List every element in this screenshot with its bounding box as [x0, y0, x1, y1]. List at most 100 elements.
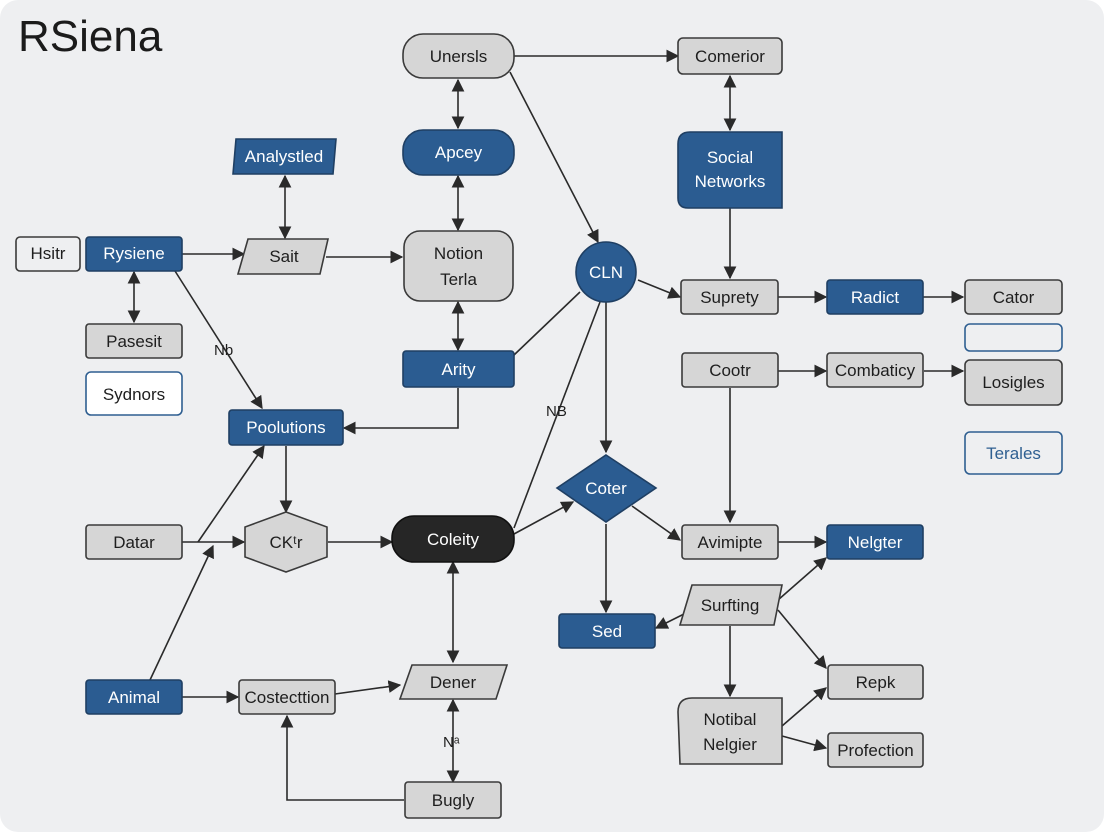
- node-sed-label: Sed: [592, 622, 622, 641]
- node-combaticy-label: Combaticy: [835, 361, 916, 380]
- node-coter[interactable]: Coter: [555, 454, 658, 523]
- node-social-label-line2: Networks: [695, 172, 766, 191]
- edge-label-na-bottom: Nᵃ: [443, 734, 460, 751]
- node-cootr[interactable]: Cootr: [681, 352, 779, 388]
- edge-cln-suprety: [637, 279, 682, 299]
- node-repk[interactable]: Repk: [827, 664, 924, 700]
- node-datar[interactable]: Datar: [85, 524, 183, 560]
- node-notibal-label-line2: Nelgier: [703, 735, 757, 754]
- edge-notibal-repk: [781, 687, 827, 727]
- node-notion-terla[interactable]: Notion Terla: [403, 230, 514, 302]
- edge-notibal-profection: [781, 735, 828, 752]
- edge-datar-poolutions: [197, 444, 265, 543]
- node-cln-label: CLN: [589, 263, 623, 282]
- edge-arity-cln: [513, 291, 581, 356]
- edge-animal-poolutions: [149, 544, 214, 681]
- node-sydnors-label: Sydnors: [103, 385, 165, 404]
- node-surfting[interactable]: Surfting: [678, 584, 783, 626]
- node-social-label-line1: Social: [707, 148, 753, 167]
- edge-arity-poolutions: [342, 388, 459, 435]
- node-avimipte-label: Avimipte: [698, 533, 763, 552]
- node-bugly-label: Bugly: [432, 791, 475, 810]
- node-ckir[interactable]: CKᵗr: [244, 511, 328, 573]
- edge-cln-coleity: [513, 301, 601, 529]
- node-poolutions-label: Poolutions: [246, 418, 325, 437]
- edge-label-nb-center: NB: [546, 403, 567, 420]
- node-repk-label: Repk: [856, 673, 896, 692]
- node-analystled-label: Analystled: [245, 147, 323, 166]
- node-datar-label: Datar: [113, 533, 155, 552]
- node-suprety-label: Suprety: [700, 288, 759, 307]
- node-bugly[interactable]: Bugly: [404, 781, 502, 819]
- node-radict-label: Radict: [851, 288, 899, 307]
- node-rysiene[interactable]: Rysiene: [85, 236, 183, 272]
- node-rysiene-label: Rysiene: [103, 244, 164, 263]
- node-apcey[interactable]: Apcey: [402, 129, 515, 176]
- node-ckir-label: CKᵗr: [269, 533, 302, 552]
- node-empty-box[interactable]: [964, 323, 1063, 352]
- edge-bugly-costecttion: [280, 714, 404, 801]
- node-unersls[interactable]: Unersls: [402, 33, 515, 79]
- node-comerior-label: Comerior: [695, 47, 765, 66]
- node-notibal-label-line1: Notibal: [704, 710, 757, 729]
- node-notion-label-line2: Terla: [440, 270, 477, 289]
- node-dener-label: Dener: [430, 673, 477, 692]
- edge-surfting-repk: [777, 609, 827, 669]
- node-cator-label: Cator: [993, 288, 1035, 307]
- node-nelgter-label: Nelgter: [848, 533, 903, 552]
- node-apcey-label: Apcey: [435, 143, 483, 162]
- node-social-networks[interactable]: Social Networks: [677, 131, 783, 209]
- node-pasesit-label: Pasesit: [106, 332, 162, 351]
- node-animal[interactable]: Animal: [85, 679, 183, 715]
- node-comerior[interactable]: Comerior: [677, 37, 783, 75]
- node-dener[interactable]: Dener: [398, 664, 509, 700]
- node-coleity-label: Coleity: [427, 530, 479, 549]
- node-nelgter[interactable]: Nelgter: [826, 524, 924, 560]
- node-coleity[interactable]: Coleity: [391, 515, 515, 563]
- diagram-title: RSiena: [18, 12, 163, 61]
- node-profection[interactable]: Profection: [827, 732, 924, 768]
- node-terales-label: Terales: [986, 444, 1041, 463]
- node-analystled[interactable]: Analystled: [232, 138, 337, 175]
- node-losigles[interactable]: Losigles: [964, 359, 1063, 406]
- edge-label-nb-left: Nb: [214, 342, 233, 359]
- node-arity-label: Arity: [442, 360, 477, 379]
- node-hsitr-label: Hsitr: [31, 244, 66, 263]
- edge-surfting-nelgter: [777, 557, 827, 601]
- edge-unersls-cln: [509, 71, 599, 244]
- node-surfting-label: Surfting: [701, 596, 760, 615]
- node-terales[interactable]: Terales: [964, 431, 1063, 475]
- node-avimipte[interactable]: Avimipte: [681, 524, 779, 560]
- node-unersls-label: Unersls: [430, 47, 488, 66]
- node-costecttion[interactable]: Costecttion: [238, 679, 336, 715]
- edge-coter-avimipte: [631, 505, 682, 541]
- node-notibal-nelgier[interactable]: Notibal Nelgier: [677, 697, 783, 765]
- node-coter-label: Coter: [585, 479, 627, 498]
- node-costecttion-label: Costecttion: [244, 688, 329, 707]
- node-combaticy[interactable]: Combaticy: [826, 352, 924, 388]
- node-notion-label-line1: Notion: [434, 244, 483, 263]
- node-radict[interactable]: Radict: [826, 279, 924, 315]
- node-profection-label: Profection: [837, 741, 914, 760]
- edge-rysiene-poolutions: [174, 270, 263, 410]
- node-sait[interactable]: Sait: [236, 238, 330, 275]
- node-suprety[interactable]: Suprety: [680, 279, 779, 315]
- node-sydnors[interactable]: Sydnors: [85, 371, 183, 416]
- node-hsitr[interactable]: Hsitr: [15, 236, 81, 272]
- node-losigles-label: Losigles: [982, 373, 1044, 392]
- node-cln[interactable]: CLN: [575, 241, 637, 303]
- node-arity[interactable]: Arity: [402, 350, 515, 388]
- node-sed[interactable]: Sed: [558, 613, 656, 649]
- node-cootr-label: Cootr: [709, 361, 751, 380]
- edge-coleity-coter: [513, 501, 575, 535]
- node-poolutions[interactable]: Poolutions: [228, 409, 344, 446]
- node-animal-label: Animal: [108, 688, 160, 707]
- edge-costecttion-dener: [334, 680, 402, 695]
- node-cator[interactable]: Cator: [964, 279, 1063, 315]
- node-pasesit[interactable]: Pasesit: [85, 323, 183, 359]
- edges: [127, 49, 965, 801]
- node-sait-label: Sait: [269, 247, 299, 266]
- nodes: Unersls Comerior Apcey Analystled Social: [15, 33, 1063, 819]
